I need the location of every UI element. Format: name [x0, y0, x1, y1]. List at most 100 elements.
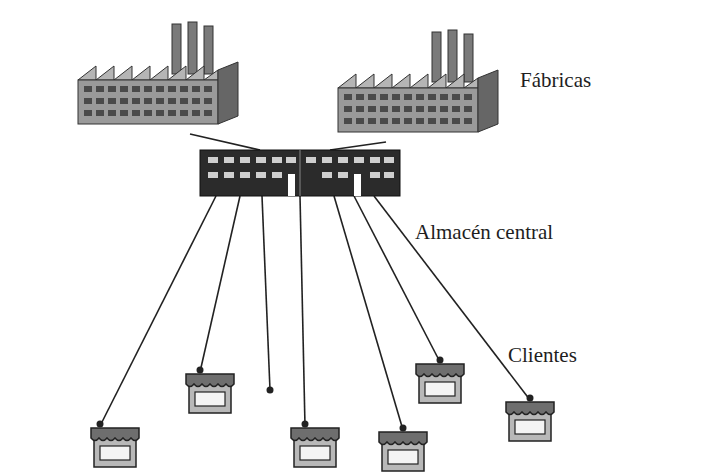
drawing-part [108, 86, 116, 92]
drawing-part [344, 94, 352, 100]
drawing-part [180, 98, 188, 104]
drawing-part [416, 118, 424, 124]
drawing-part [84, 110, 92, 116]
drawing-part [185, 372, 235, 414]
drawing-part [306, 157, 316, 163]
drawing-part [132, 98, 140, 104]
drawing-part [506, 402, 554, 415]
drawing-part [452, 106, 460, 112]
line-dot [437, 357, 444, 364]
drawing-part [204, 86, 212, 92]
drawing-part [356, 106, 364, 112]
drawing-part [440, 94, 448, 100]
drawing-part [204, 98, 212, 104]
drawing-part [354, 157, 364, 163]
drawing-part [144, 86, 152, 92]
drawing-part [428, 106, 436, 112]
drawing-part [120, 98, 128, 104]
drawing-part [204, 26, 213, 74]
drawing-part [509, 412, 551, 441]
drawing-part [380, 118, 388, 124]
drawing-part [392, 106, 400, 112]
drawing-part [344, 118, 352, 124]
drawing-part [478, 70, 498, 132]
drawing-part [452, 118, 460, 124]
drawing-part [84, 86, 92, 92]
drawing-part [156, 98, 164, 104]
drawing-part [180, 86, 188, 92]
drawing-part [432, 32, 441, 82]
drawing-part [90, 426, 140, 468]
drawing-part [338, 172, 348, 178]
drawing-part [338, 157, 348, 163]
drawing-part [286, 157, 296, 163]
drawing-part [356, 118, 364, 124]
drawing-part [208, 157, 394, 178]
drawing-part [448, 30, 457, 82]
drawing-part [294, 438, 336, 467]
drawing-part [300, 446, 330, 460]
drawing-part [392, 118, 400, 124]
drawing-part [172, 24, 181, 74]
drawing-part [96, 98, 104, 104]
drawing-part [180, 110, 188, 116]
drawing-part [288, 174, 295, 196]
drawing-part [428, 94, 436, 100]
drawing-part [368, 94, 376, 100]
drawing-part [384, 172, 394, 178]
drawing-part [272, 172, 282, 178]
warehouse-icon: Almacén central [200, 150, 400, 196]
line-dot [400, 425, 407, 432]
drawing-part [288, 174, 361, 196]
drawing-part [415, 362, 465, 404]
drawing-part [300, 150, 301, 196]
drawing-part [200, 150, 400, 196]
drawing-part [416, 364, 464, 377]
drawing-part [188, 22, 197, 74]
drawing-part [338, 74, 478, 88]
connector-line [334, 196, 403, 430]
drawing-part [132, 86, 140, 92]
drawing-part [186, 374, 234, 387]
line-dot [302, 421, 309, 428]
drawing-part [464, 34, 473, 82]
drawing-part [256, 157, 266, 163]
shop-icon [415, 362, 465, 404]
drawing-part [452, 94, 460, 100]
node-label: Fábricas [520, 68, 591, 93]
group-label: Clientes [508, 343, 577, 368]
drawing-part [94, 438, 136, 467]
drawing-part [382, 442, 424, 471]
drawing-part [156, 86, 164, 92]
drawing-part [168, 110, 176, 116]
drawing-part [384, 157, 394, 163]
drawing-part [338, 30, 498, 142]
drawing-part [428, 118, 436, 124]
drawing-part [192, 86, 200, 92]
drawing-part [84, 98, 92, 104]
drawing-part [380, 94, 388, 100]
node-label: Almacén central [415, 220, 553, 245]
connector-line [330, 142, 386, 150]
extra-line [262, 196, 270, 390]
drawing-part [425, 382, 455, 396]
drawing-part [356, 94, 364, 100]
drawing-part [464, 94, 472, 100]
drawing-part [388, 450, 418, 464]
factory-icon: Fábricas [338, 30, 498, 142]
drawing-part [344, 94, 472, 124]
drawing-part [84, 86, 212, 116]
connector-line [300, 196, 305, 426]
drawing-part [344, 106, 352, 112]
drawing-part [240, 157, 250, 163]
shop-icon [505, 400, 555, 442]
drawing-part [168, 86, 176, 92]
drawing-part [368, 118, 376, 124]
drawing-part [368, 106, 376, 112]
drawing-part [404, 94, 412, 100]
shop-icon [185, 372, 235, 414]
drawing-part [440, 118, 448, 124]
drawing-part [168, 98, 176, 104]
drawing-part [208, 172, 218, 178]
